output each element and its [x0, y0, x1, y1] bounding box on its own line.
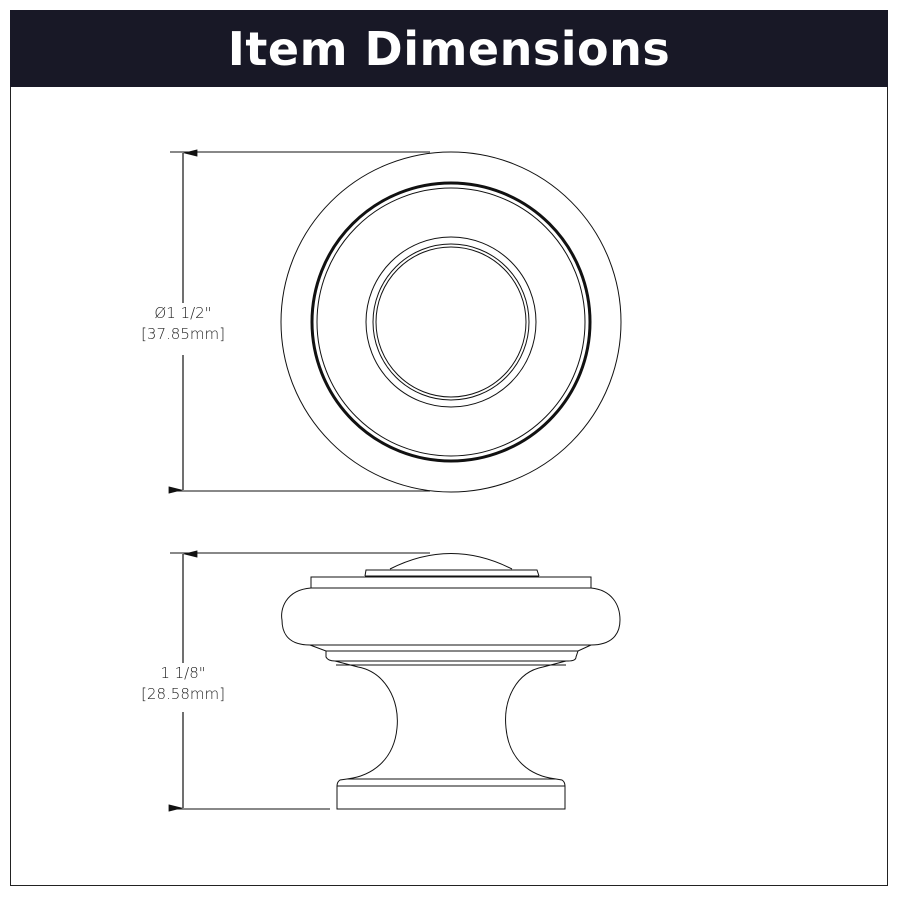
top-step	[364, 569, 540, 577]
neck-right-curve	[505, 660, 567, 780]
center-inner-circle	[375, 246, 527, 398]
bulge-body	[281, 587, 621, 646]
top-view	[168, 149, 622, 494]
outer-rim-circle	[280, 151, 622, 493]
title-bar: Item Dimensions	[10, 10, 888, 87]
center-outer-circle	[365, 236, 537, 408]
page-title: Item Dimensions	[227, 21, 671, 76]
collar	[325, 650, 579, 662]
diameter-metric: [37.85mm]	[141, 325, 225, 343]
collar-top	[309, 644, 592, 652]
inner-bead-circle	[316, 187, 586, 457]
side-view	[168, 550, 621, 812]
height-imperial: 1 1/8"	[160, 664, 206, 682]
title-container: Item Dimensions	[10, 10, 888, 886]
dome-cap	[389, 553, 513, 570]
center-mid-circle	[372, 243, 530, 401]
diameter-imperial: Ø1 1/2"	[154, 304, 212, 322]
diagram-frame	[10, 10, 888, 886]
bead-circle	[310, 181, 592, 463]
upper-ring	[310, 576, 592, 588]
neck-left-curve	[334, 660, 398, 780]
height-label: 1 1/8" [28.58mm]	[128, 663, 238, 705]
diameter-label: Ø1 1/2" [37.85mm]	[128, 303, 238, 345]
height-metric: [28.58mm]	[141, 685, 225, 703]
base-plate	[336, 778, 566, 810]
